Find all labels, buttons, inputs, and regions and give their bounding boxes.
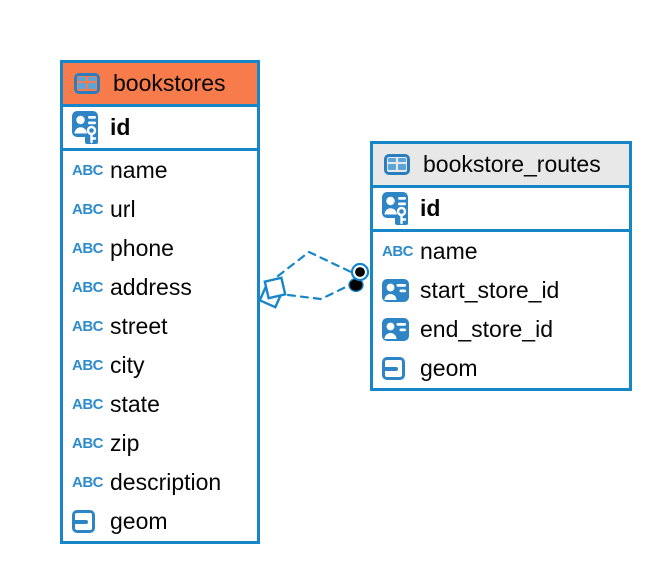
column-name: city — [110, 352, 145, 378]
geometry-type-icon — [72, 510, 95, 533]
dot-marker-ring — [350, 262, 370, 282]
dot-marker-front — [355, 267, 365, 277]
relationship-line-1[interactable] — [276, 250, 353, 278]
column-name: address — [110, 274, 192, 300]
dot-marker-back — [348, 277, 364, 293]
column-name: end_store_id — [420, 316, 553, 342]
column-name: start_store_id — [420, 277, 560, 303]
column-row-id[interactable]: id — [63, 107, 257, 151]
relationship-target-marker[interactable] — [348, 262, 370, 293]
table-icon-cell — [398, 158, 406, 162]
column-name: name — [110, 157, 168, 183]
column-list: ABC name ABC url ABC phone ABC address A… — [63, 151, 257, 541]
table-icon — [74, 73, 100, 94]
text-type-icon: ABC — [72, 201, 104, 218]
text-type-icon: ABC — [72, 474, 104, 491]
primary-key-icon — [382, 191, 420, 226]
table-bookstore-routes-header[interactable]: bookstore_routes — [373, 144, 629, 188]
text-type-icon: ABC — [72, 279, 104, 296]
table-icon-cell — [88, 77, 96, 81]
text-type-icon: ABC — [72, 318, 104, 335]
column-row-city[interactable]: ABC city — [63, 346, 257, 385]
column-row-zip[interactable]: ABC zip — [63, 424, 257, 463]
table-icon — [384, 154, 410, 175]
table-icon-cell — [88, 83, 96, 89]
column-name: street — [110, 313, 168, 339]
column-row-url[interactable]: ABC url — [63, 190, 257, 229]
text-type-icon: ABC — [72, 357, 104, 374]
diamond-marker-back — [258, 283, 284, 309]
geometry-type-icon — [382, 357, 405, 380]
table-bookstore-routes[interactable]: bookstore_routes id ABC name — [370, 141, 632, 391]
column-row-end-store-id[interactable]: end_store_id — [373, 310, 629, 349]
table-icon-cell — [388, 158, 396, 162]
diamond-marker-front — [263, 276, 287, 300]
table-name: bookstore_routes — [423, 151, 601, 177]
table-icon-cell — [398, 164, 406, 170]
column-row-start-store-id[interactable]: start_store_id — [373, 271, 629, 310]
text-type-icon: ABC — [72, 162, 104, 179]
primary-key-icon — [72, 110, 110, 145]
table-name: bookstores — [113, 70, 226, 96]
column-name: phone — [110, 235, 174, 261]
column-row-name[interactable]: ABC name — [373, 232, 629, 271]
table-bookstores-header[interactable]: bookstores — [63, 63, 257, 107]
column-name: geom — [110, 508, 168, 534]
table-bookstores[interactable]: bookstores id ABC name — [60, 60, 260, 544]
text-type-icon: ABC — [72, 396, 104, 413]
column-row-street[interactable]: ABC street — [63, 307, 257, 346]
text-type-icon: ABC — [72, 435, 104, 452]
column-name: description — [110, 469, 222, 495]
column-list: ABC name start_store_id — [373, 232, 629, 388]
column-row-phone[interactable]: ABC phone — [63, 229, 257, 268]
column-row-state[interactable]: ABC state — [63, 385, 257, 424]
table-icon-cell — [388, 164, 396, 170]
text-type-icon: ABC — [72, 240, 104, 257]
column-name: state — [110, 391, 160, 417]
reference-type-icon — [382, 318, 420, 341]
table-icon-cell — [78, 77, 86, 81]
column-row-address[interactable]: ABC address — [63, 268, 257, 307]
column-row-name[interactable]: ABC name — [63, 151, 257, 190]
text-type-icon: ABC — [382, 243, 414, 260]
column-row-description[interactable]: ABC description — [63, 463, 257, 502]
column-row-id[interactable]: id — [373, 188, 629, 232]
table-icon-cell — [78, 83, 86, 89]
column-name: id — [110, 114, 131, 140]
column-name: zip — [110, 430, 140, 456]
column-name: id — [420, 195, 441, 221]
column-row-geom[interactable]: geom — [373, 349, 629, 388]
column-name: url — [110, 196, 136, 222]
column-name: geom — [420, 355, 478, 381]
column-row-geom[interactable]: geom — [63, 502, 257, 541]
reference-type-icon — [382, 279, 420, 302]
relationship-source-marker[interactable] — [258, 276, 287, 309]
relationship-line-2[interactable] — [286, 283, 352, 301]
column-name: name — [420, 238, 478, 264]
